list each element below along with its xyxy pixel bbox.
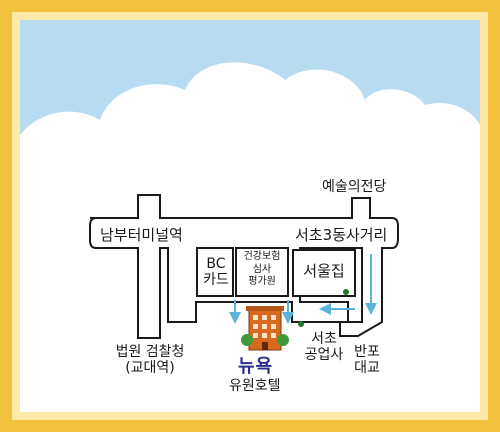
route-arrow-icon [229,254,377,324]
label-court: 법원 검찰청 (교대역) [115,344,185,377]
label-seoul-jip: 서울집 [303,262,345,280]
label-hotel-name: 유원호텔 [229,378,281,394]
health-insurance-building [235,247,289,297]
label-health-insurance: 건강보험 심사 평가원 [243,251,281,287]
seoul-jip-building [292,249,356,297]
hotel-building-icon [241,306,289,351]
label-seocho3-intersection: 서초3동사거리 [295,226,388,244]
bc-card-building [196,247,234,297]
label-arts-center: 예술의전당 [322,179,387,195]
label-bc-card: BC 카드 [203,256,229,289]
label-seocho-office: 서초 공업사 [304,331,344,364]
location-dot-icon [343,289,349,295]
label-banpo-bridge: 반포 대교 [354,344,380,377]
label-nambu-terminal: 남부터미널역 [100,226,183,244]
location-dot-icon [298,321,304,327]
brand-logo: 뉴욕 [238,356,274,377]
